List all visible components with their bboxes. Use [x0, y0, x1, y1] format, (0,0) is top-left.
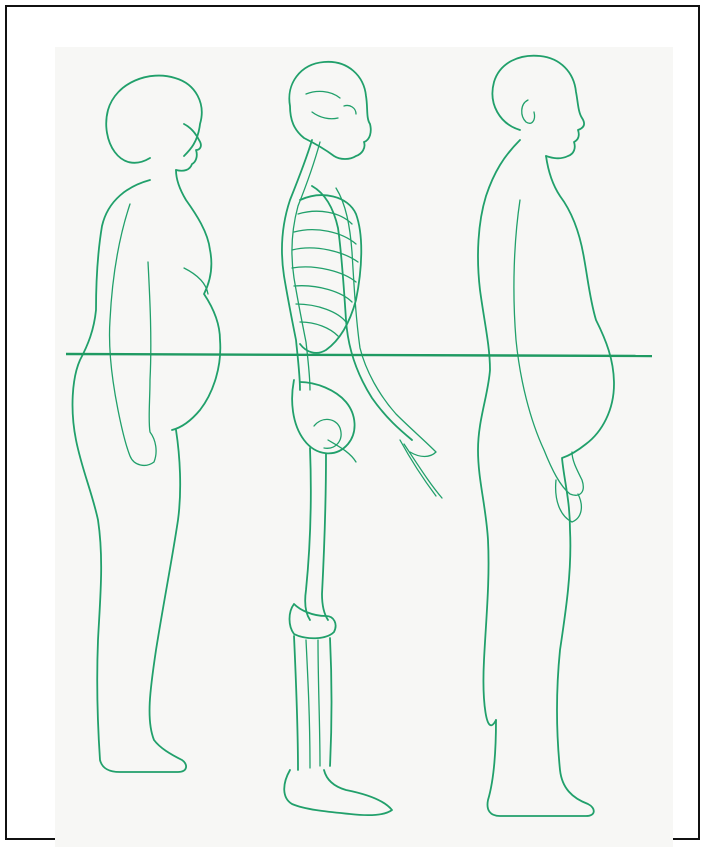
fibula — [306, 640, 320, 768]
female-hair — [106, 76, 201, 163]
pelvis — [292, 380, 354, 453]
female-chest-line — [184, 268, 208, 294]
female-face — [176, 124, 201, 171]
horizontal-reference-line — [66, 354, 652, 356]
femur — [305, 448, 328, 620]
skeleton-hand — [400, 440, 442, 498]
male-back-outline — [478, 140, 520, 725]
male-ear — [522, 100, 535, 123]
male-front-outline — [488, 156, 615, 816]
ribs — [292, 211, 358, 336]
male-silhouette — [478, 56, 614, 816]
male-arm — [514, 200, 583, 495]
ribcage — [300, 195, 361, 353]
skeleton — [282, 62, 442, 815]
female-silhouette — [73, 76, 221, 772]
skull — [289, 62, 370, 159]
knee — [290, 604, 336, 638]
female-back-outline — [73, 180, 187, 772]
skeleton-foot — [284, 770, 392, 815]
female-arm — [109, 204, 156, 465]
tibia — [294, 636, 332, 770]
skeleton-arm — [312, 186, 412, 440]
male-head — [492, 56, 584, 159]
female-front-outline — [172, 170, 220, 430]
skull-detail — [306, 91, 356, 118]
